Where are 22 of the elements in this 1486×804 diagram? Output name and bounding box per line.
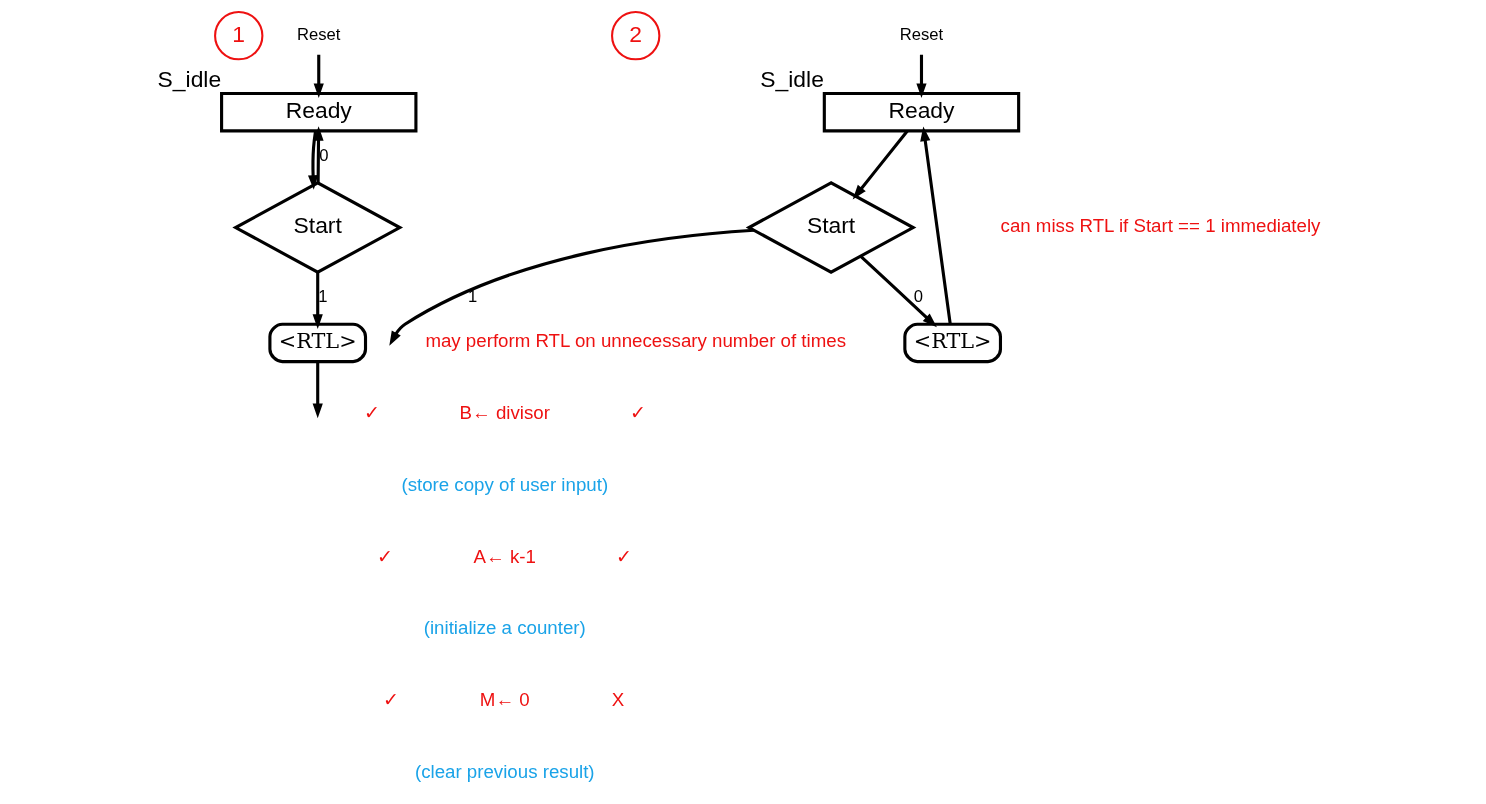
- edge-label: 1: [467, 287, 478, 307]
- label: (clear previous result): [414, 760, 595, 782]
- edge-label: 0: [319, 145, 329, 165]
- label: M← 0: [479, 688, 530, 710]
- label: ✓: [363, 402, 380, 424]
- edge-label: 0: [913, 287, 923, 307]
- node-text: Reset: [297, 24, 341, 44]
- label: A← k-1: [473, 545, 536, 567]
- label: X: [611, 688, 625, 710]
- label: ✓: [616, 545, 633, 567]
- label: ✓: [377, 545, 394, 567]
- label: (initialize a counter): [423, 617, 586, 639]
- label: can miss RTL if Start == 1 immediately: [1000, 215, 1321, 237]
- label: may perform RTL on unnecessary number of times: [425, 330, 847, 352]
- label: (store copy of user input): [401, 473, 609, 495]
- node-label: S_idle: [157, 65, 222, 92]
- node-label: S_idle: [760, 65, 824, 92]
- label: B← divisor: [459, 402, 550, 424]
- label: ✓: [629, 402, 646, 424]
- node-text: Reset: [899, 24, 944, 44]
- edge-label: 1: [318, 287, 328, 307]
- label: ✓: [383, 688, 400, 710]
